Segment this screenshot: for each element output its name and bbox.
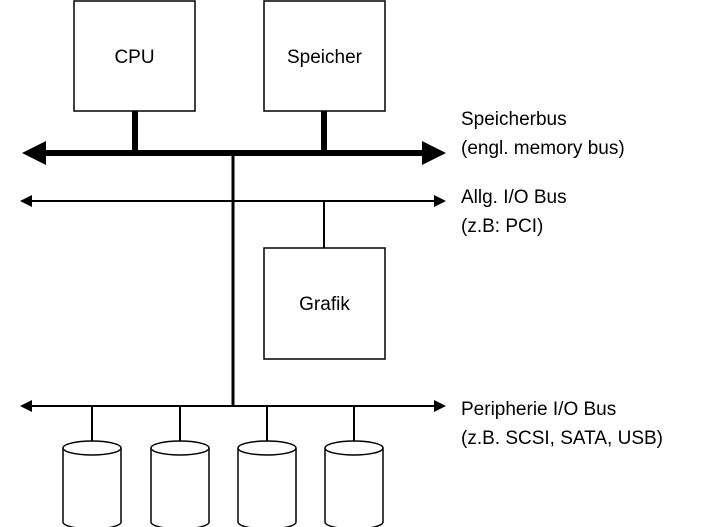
disk-icon	[62, 440, 122, 527]
peripheral-bus-label: Peripherie I/O Bus	[461, 399, 616, 420]
disk-icon	[150, 440, 210, 527]
memory-label: Speicher	[287, 47, 363, 68]
cpu-box: CPU	[73, 0, 196, 112]
graphics-box: Grafik	[263, 247, 386, 360]
disk-icon	[324, 440, 384, 527]
cpu-label: CPU	[114, 47, 154, 68]
memory-bus-label: Speicherbus	[461, 109, 567, 130]
io-bus-sublabel: (z.B: PCI)	[461, 216, 543, 237]
disk-icon	[237, 440, 297, 527]
memory-box: Speicher	[263, 0, 386, 112]
peripheral-bus-sublabel: (z.B. SCSI, SATA, USB)	[461, 428, 663, 449]
memory-bus-sublabel: (engl. memory bus)	[461, 138, 625, 159]
io-bus-label: Allg. I/O Bus	[461, 187, 567, 208]
graphics-label: Grafik	[299, 294, 350, 315]
